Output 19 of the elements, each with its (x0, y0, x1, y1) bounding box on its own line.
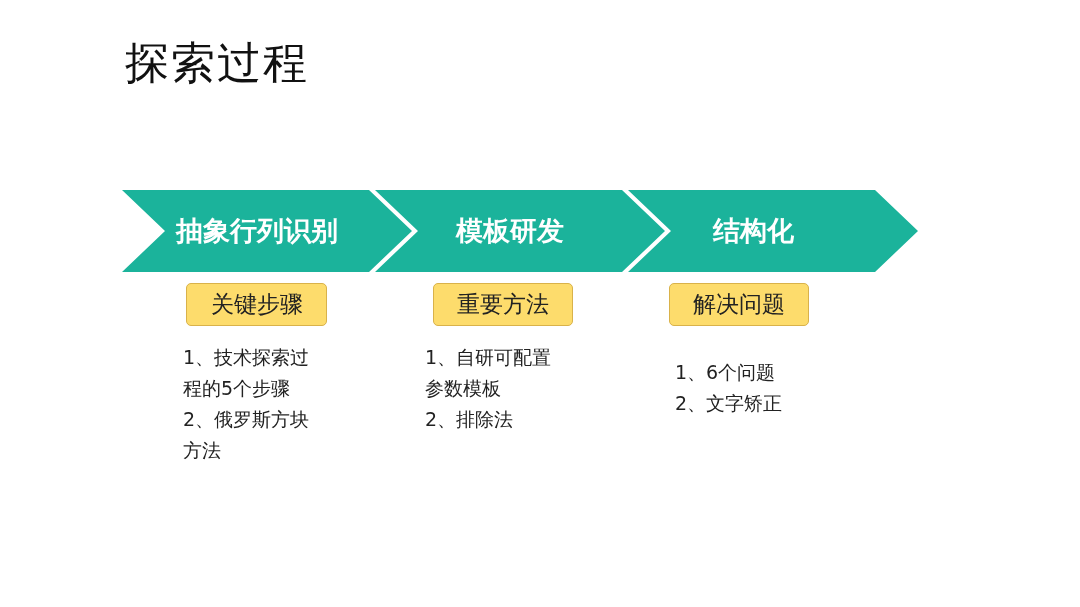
list-item: 1、6个问题 (675, 360, 777, 385)
list-item: 2、文字矫正 (675, 391, 784, 416)
tag-label: 重要方法 (457, 290, 549, 319)
stage-label: 模板研发 (456, 214, 564, 248)
stage-label: 抽象行列识别 (176, 214, 338, 248)
list-item: 2、排除法 (425, 407, 515, 432)
stage-banner (122, 190, 412, 272)
step-tag (186, 283, 327, 326)
list-item: 1、技术探索过程的5个步骤 (183, 345, 311, 401)
step-tag (669, 283, 809, 326)
list-item: 1、自研可配置参数模板 (425, 345, 553, 401)
list-item: 2、俄罗斯方块方法 (183, 407, 311, 463)
tag-label: 关键步骤 (210, 290, 303, 319)
step-tag (433, 283, 573, 326)
stage-banner (628, 190, 918, 272)
tag-label: 解决问题 (693, 290, 785, 319)
stage-label: 结构化 (712, 214, 794, 248)
page-title: 探索过程 (125, 36, 309, 90)
stage-banner (375, 190, 665, 272)
